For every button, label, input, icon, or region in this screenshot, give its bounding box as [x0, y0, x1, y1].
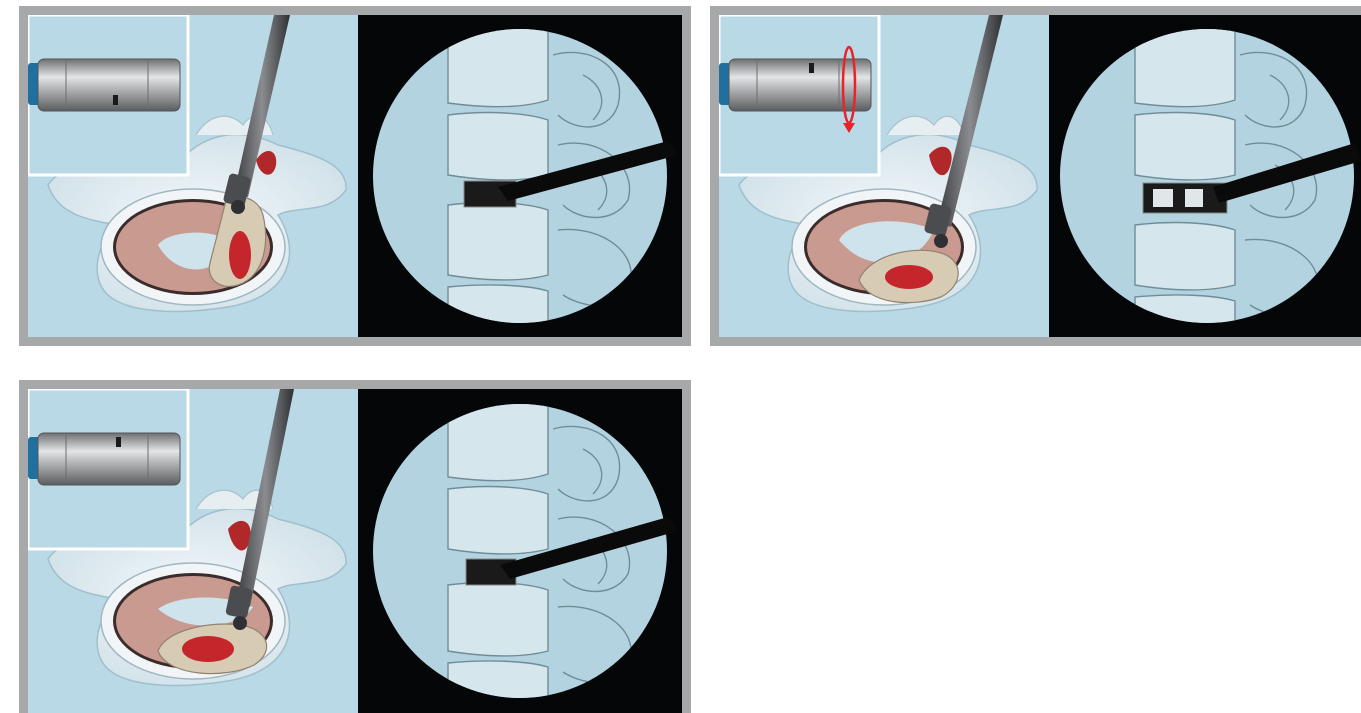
position-marker: [116, 437, 121, 447]
step-3-panel: [19, 380, 691, 713]
step-1-illustration: [28, 15, 682, 337]
handle-inset: [719, 15, 879, 175]
position-marker: [809, 63, 814, 73]
bone-graft: [182, 636, 234, 662]
step-2-illustration: [719, 15, 1361, 337]
step-2-panel: [710, 6, 1361, 346]
handle-inset: [28, 15, 188, 175]
bone-graft: [229, 231, 251, 279]
handle-inset: [28, 389, 188, 549]
step-3-illustration: [28, 389, 682, 713]
position-marker: [113, 95, 118, 105]
bone-graft: [885, 265, 933, 289]
step-1-panel: [19, 6, 691, 346]
